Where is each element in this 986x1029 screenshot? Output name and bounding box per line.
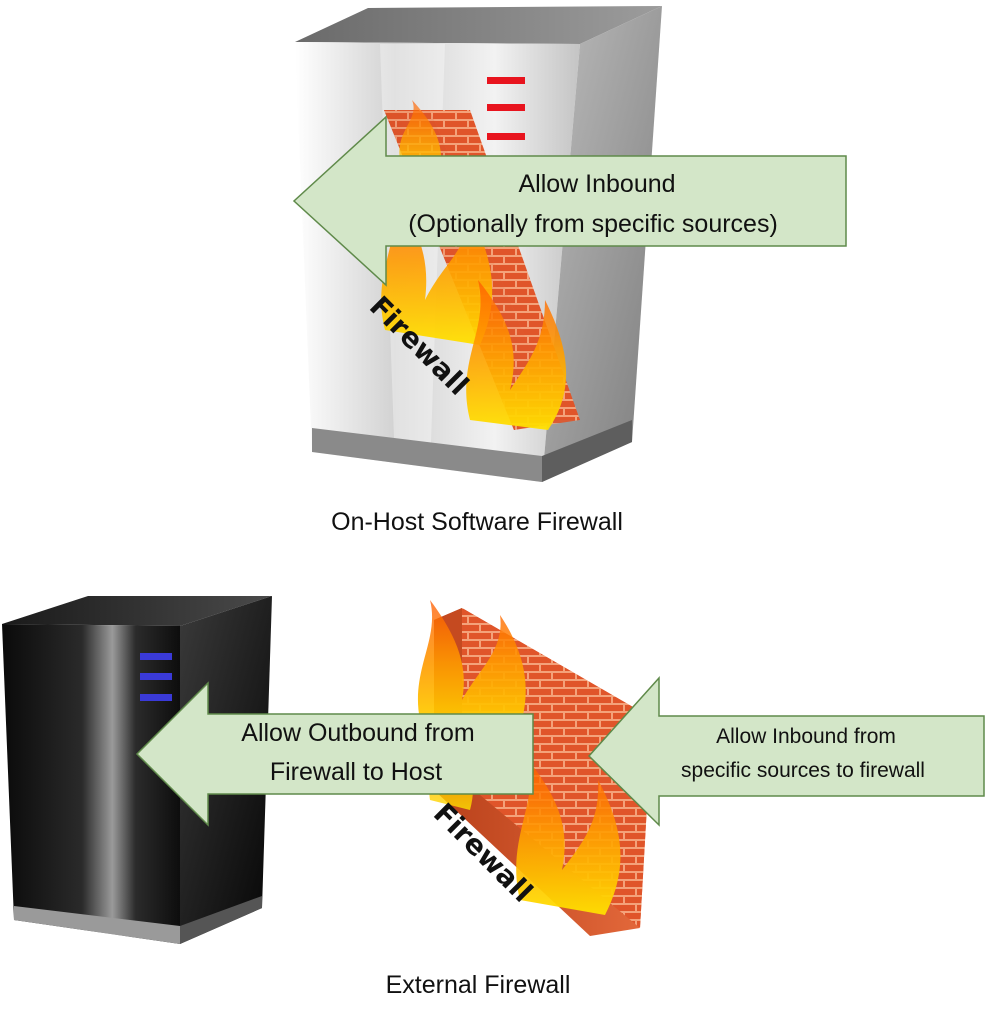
allow-inbound-arrow: Allow Inbound (Optionally from specific … (292, 115, 847, 287)
allow-inbound-to-firewall-arrow: Allow Inbound from specific sources to f… (587, 676, 985, 827)
flame-icon (516, 760, 621, 915)
status-light-icon (140, 673, 172, 680)
arrow-label-line1: Allow Inbound from (716, 725, 896, 748)
arrow-label-line2: specific sources to firewall (681, 759, 925, 782)
status-light-icon (140, 694, 172, 701)
arrow-label-line1: Allow Outbound from (241, 719, 474, 747)
scenario-caption: On-Host Software Firewall (331, 508, 623, 536)
flame-icon (466, 280, 567, 430)
arrow-label-line2: Firewall to Host (270, 758, 442, 786)
status-light-icon (140, 653, 172, 660)
status-light-icon (487, 77, 525, 84)
arrow-label-line1: Allow Inbound (518, 170, 675, 198)
allow-outbound-arrow: Allow Outbound from Firewall to Host (135, 681, 534, 827)
status-light-icon (487, 104, 525, 111)
server-top (2, 596, 272, 626)
status-light-icon (487, 133, 525, 140)
server-top (295, 6, 662, 44)
flame-icon (417, 600, 526, 740)
server-front (2, 624, 180, 944)
scenario-caption: External Firewall (386, 971, 571, 999)
arrow-label-line2: (Optionally from specific sources) (408, 210, 778, 238)
